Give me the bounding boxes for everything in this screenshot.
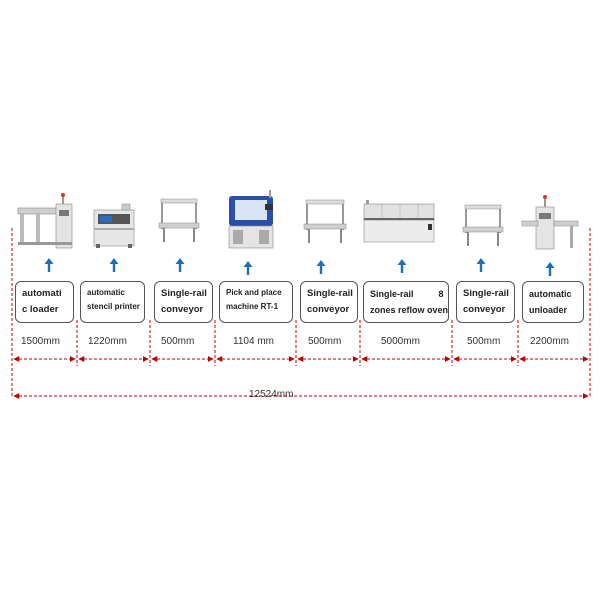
label-box-conveyor-2: Single-rail conveyor [300, 281, 358, 323]
label-line: unloader [529, 305, 568, 315]
length-label-conveyor-3: 500mm [467, 336, 501, 347]
label-line: Single-rail [463, 288, 509, 299]
length-label-conveyor-2: 500mm [308, 336, 342, 347]
arrow-up-icon [316, 260, 326, 274]
label-line: conveyor [161, 304, 204, 315]
label-line: Pick and place [226, 288, 282, 297]
length-label-unloader: 2200mm [530, 336, 569, 347]
arrow-up-icon [545, 262, 555, 276]
label-line: automatic [529, 289, 572, 299]
label-line: automatic [87, 288, 125, 297]
length-label-reflow: 5000mm [381, 336, 420, 347]
length-label-conveyor-1: 500mm [161, 336, 195, 347]
arrow-up-icon [397, 259, 407, 273]
arrow-up-icon [243, 261, 253, 275]
length-label-loader: 1500mm [21, 336, 60, 347]
label-line: zones reflow oven [370, 305, 449, 315]
label-box-pnp: Pick and place machine RT-1 [219, 281, 293, 323]
label-line: stencil printer [87, 302, 140, 311]
conveyor-2-icon [303, 199, 347, 243]
label-box-reflow: Single-rail 8 zones reflow oven [363, 281, 449, 323]
conveyor-3-icon [462, 204, 504, 246]
loader-machine-icon [17, 193, 73, 249]
arrow-up-icon [109, 258, 119, 272]
label-box-printer: automatic stencil printer [80, 281, 145, 323]
label-box-conveyor-1: Single-rail conveyor [154, 281, 213, 323]
arrow-up-icon [44, 258, 54, 272]
label-line: machine RT-1 [226, 302, 279, 311]
conveyor-1-icon [158, 198, 200, 242]
label-box-conveyor-3: Single-rail conveyor [456, 281, 515, 323]
label-line: c loader [22, 304, 59, 315]
reflow-oven-icon [363, 200, 435, 243]
label-line: automati [22, 288, 62, 299]
label-line: conveyor [307, 304, 350, 315]
label-box-unloader: automatic unloader [522, 281, 584, 323]
length-label-pnp: 1104 mm [233, 336, 274, 347]
label-line: Single-rail [307, 288, 353, 299]
pick-and-place-icon [228, 190, 274, 249]
label-line: Single-rail [161, 288, 207, 299]
arrow-up-icon [476, 258, 486, 272]
label-line: conveyor [463, 304, 506, 315]
length-label-printer: 1220mm [88, 336, 127, 347]
label-line: Single-rail 8 [370, 289, 444, 299]
label-box-loader: automati c loader [15, 281, 74, 323]
stencil-printer-icon [93, 203, 135, 248]
arrow-up-icon [175, 258, 185, 272]
unloader-machine-icon [521, 195, 579, 250]
